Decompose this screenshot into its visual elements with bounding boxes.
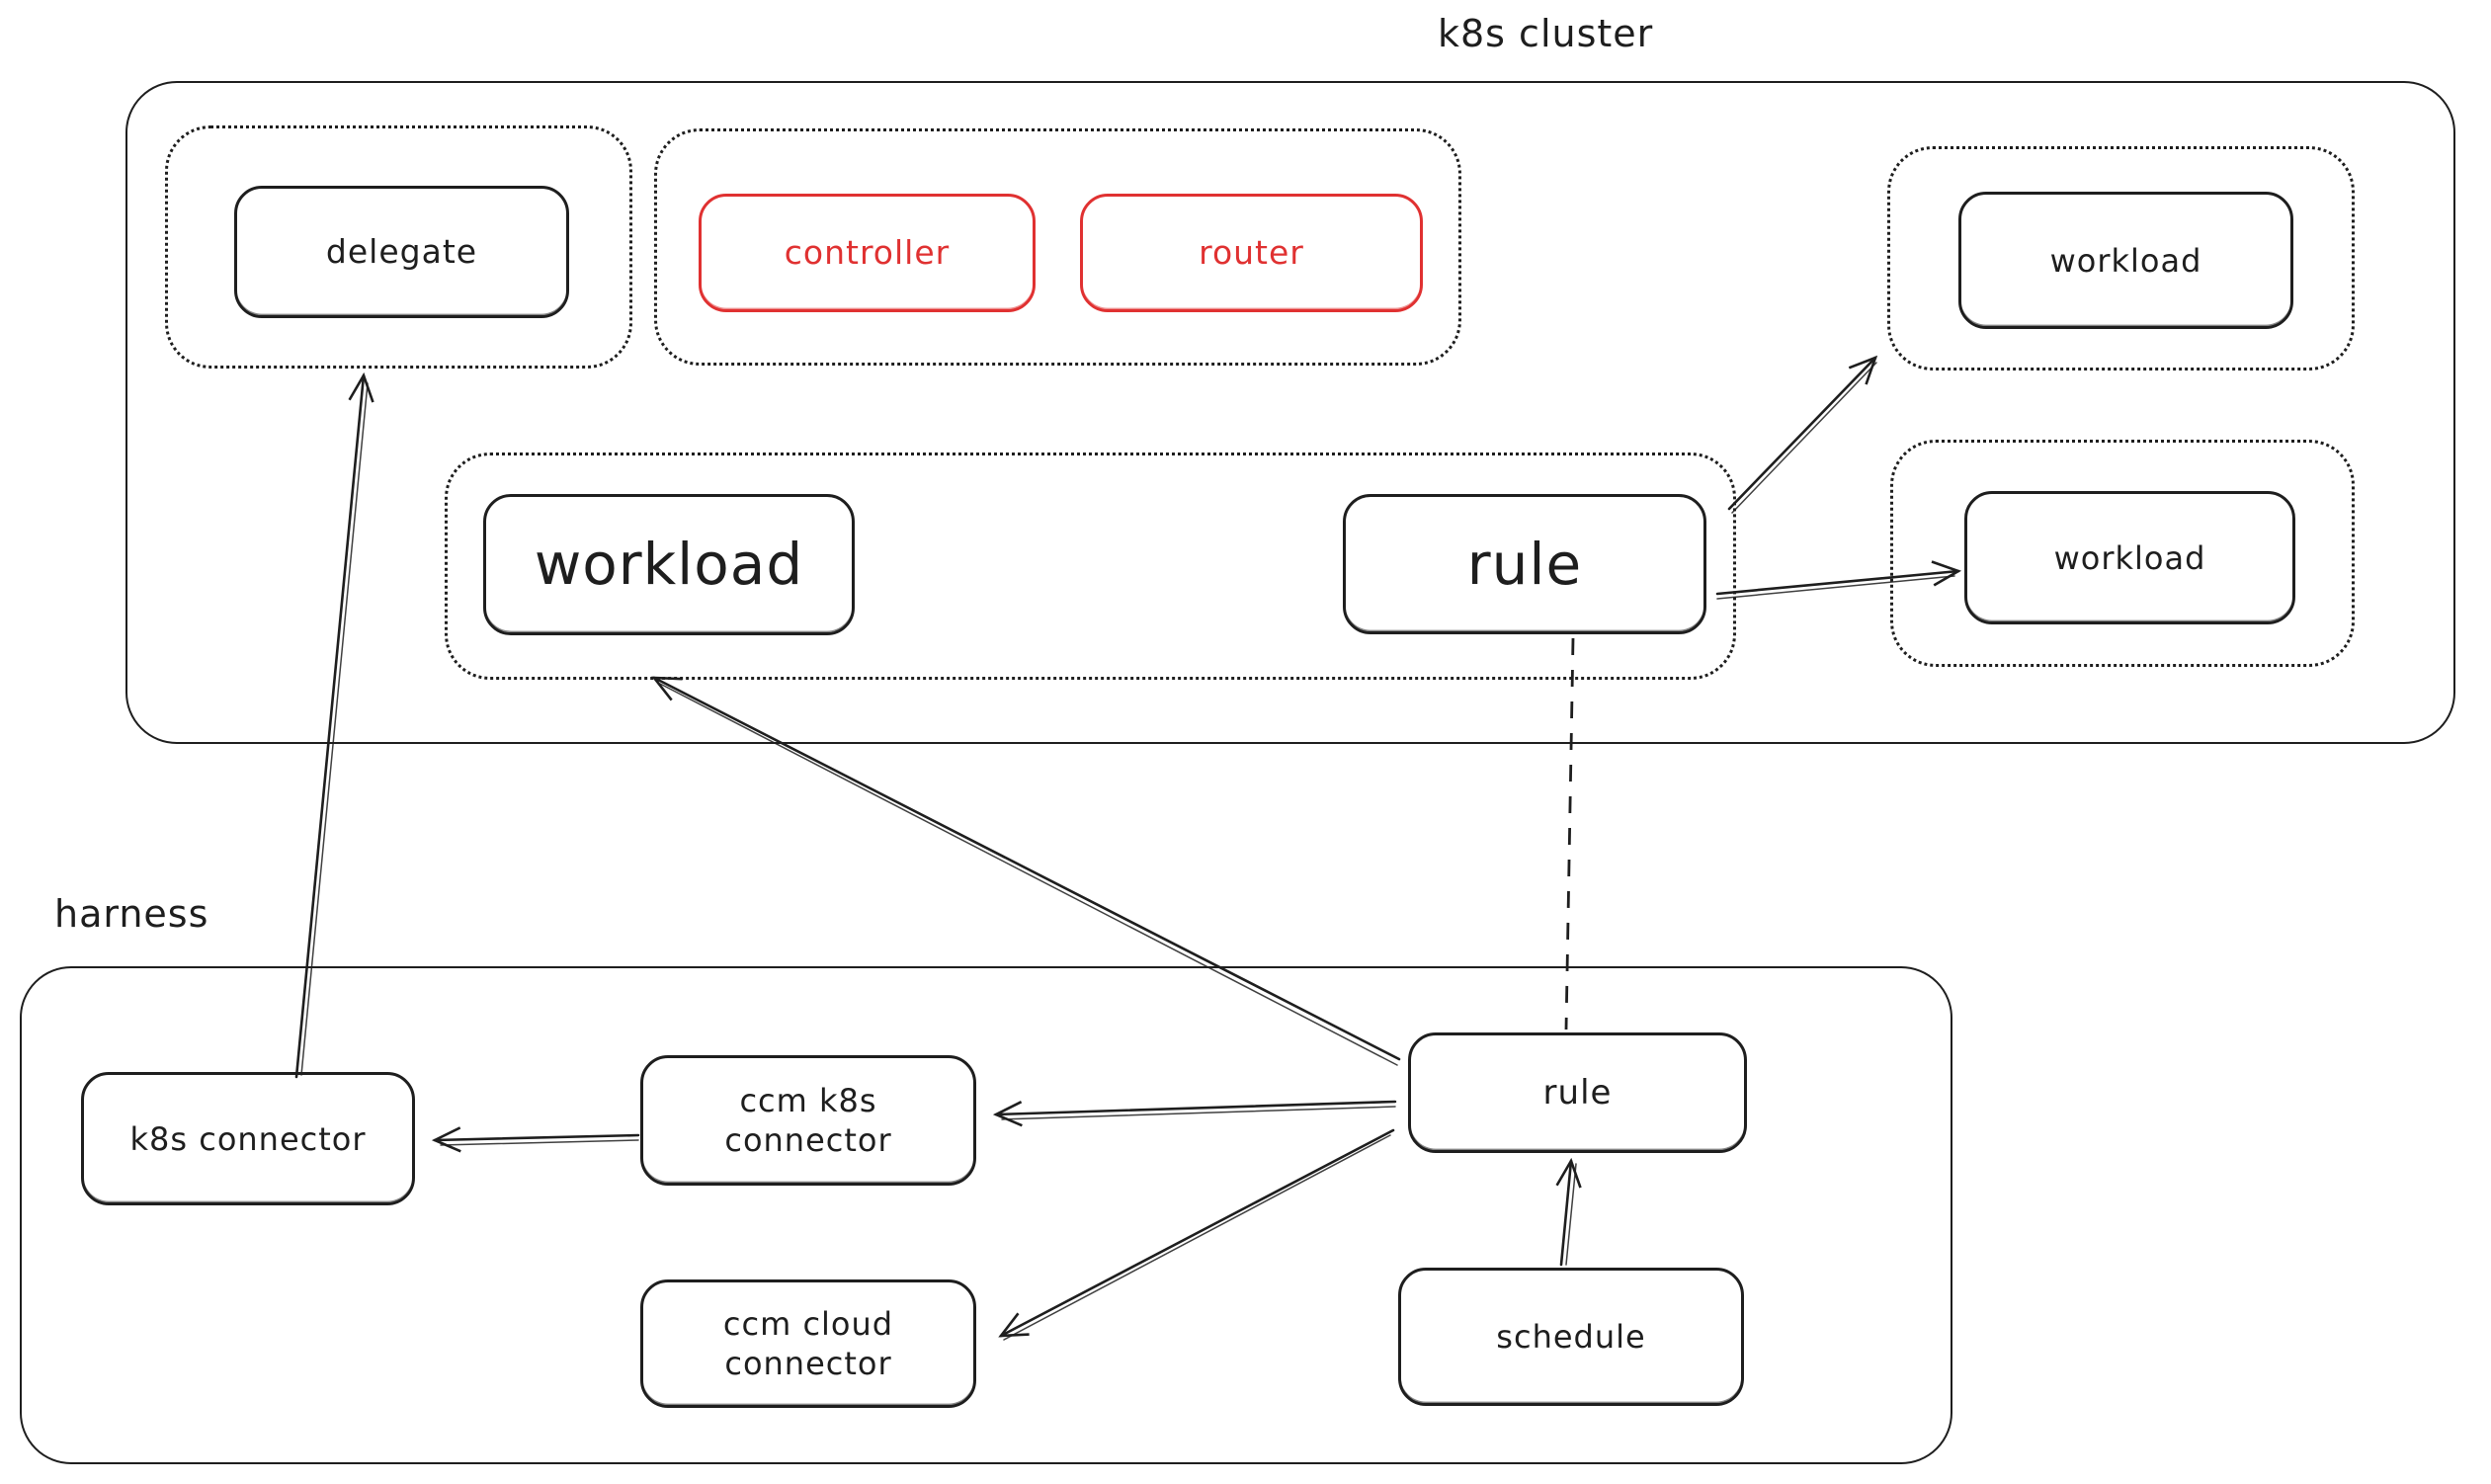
node-schedule[interactable]: schedule — [1398, 1268, 1744, 1406]
k8s-cluster-title: k8s cluster — [1438, 12, 1654, 55]
node-k8s-connector[interactable]: k8s connector — [81, 1072, 415, 1205]
node-delegate-label: delegate — [325, 232, 478, 272]
node-ccm-k8s-connector[interactable]: ccm k8s connector — [640, 1055, 976, 1186]
node-router-label: router — [1199, 233, 1304, 273]
node-workload-main[interactable]: workload — [483, 494, 855, 635]
node-rule-cluster[interactable]: rule — [1343, 494, 1706, 634]
node-workload-top-right-label: workload — [2049, 241, 2202, 280]
node-schedule-label: schedule — [1496, 1318, 1646, 1356]
node-delegate[interactable]: delegate — [234, 186, 569, 318]
node-controller-label: controller — [784, 233, 951, 273]
node-router[interactable]: router — [1080, 194, 1423, 312]
node-workload-mid-right-label: workload — [2053, 538, 2206, 577]
node-workload-main-label: workload — [534, 531, 804, 599]
node-workload-top-right[interactable]: workload — [1958, 192, 2293, 329]
node-ccm-cloud-connector-label: ccm cloud connector — [722, 1305, 894, 1382]
node-rule-harness[interactable]: rule — [1408, 1032, 1747, 1153]
node-rule-cluster-label: rule — [1466, 530, 1583, 598]
delegate-group[interactable] — [165, 125, 632, 369]
node-ccm-k8s-connector-label: ccm k8s connector — [724, 1082, 892, 1159]
harness-title: harness — [54, 892, 209, 936]
node-ccm-cloud-connector[interactable]: ccm cloud connector — [640, 1279, 976, 1408]
node-rule-harness-label: rule — [1542, 1072, 1613, 1113]
node-controller[interactable]: controller — [699, 194, 1036, 312]
workload-mid-right-group[interactable] — [1890, 440, 2355, 667]
node-k8s-connector-label: k8s connector — [129, 1119, 367, 1158]
workload-top-right-group[interactable] — [1887, 146, 2355, 371]
node-workload-mid-right[interactable]: workload — [1964, 491, 2295, 624]
controller-router-group[interactable] — [654, 128, 1461, 366]
